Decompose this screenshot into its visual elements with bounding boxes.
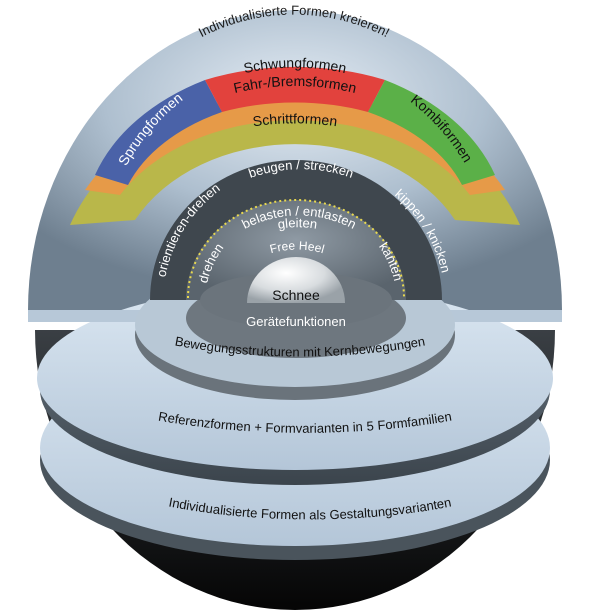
label-geraetefunktionen: Gerätefunktionen: [246, 314, 346, 329]
arc-sprung: [95, 80, 222, 185]
label-schnee: Schnee: [272, 287, 320, 303]
label-schwungformen: Schwungformen: [242, 55, 348, 76]
snow-core: [247, 257, 345, 303]
label-gleiten: gleiten: [277, 215, 319, 232]
label-free-heel: Free Heel: [268, 239, 326, 257]
label-schrittformen: Schrittformen: [252, 110, 339, 129]
dotted-ring: [187, 199, 405, 299]
arc-schwung: [205, 66, 385, 112]
arc-kombi: [368, 80, 495, 185]
label-fahr-bremsformen: Fahr-/Bremsformen: [232, 73, 358, 96]
inner-plate: [186, 200, 406, 300]
upper-dome: [28, 10, 562, 310]
